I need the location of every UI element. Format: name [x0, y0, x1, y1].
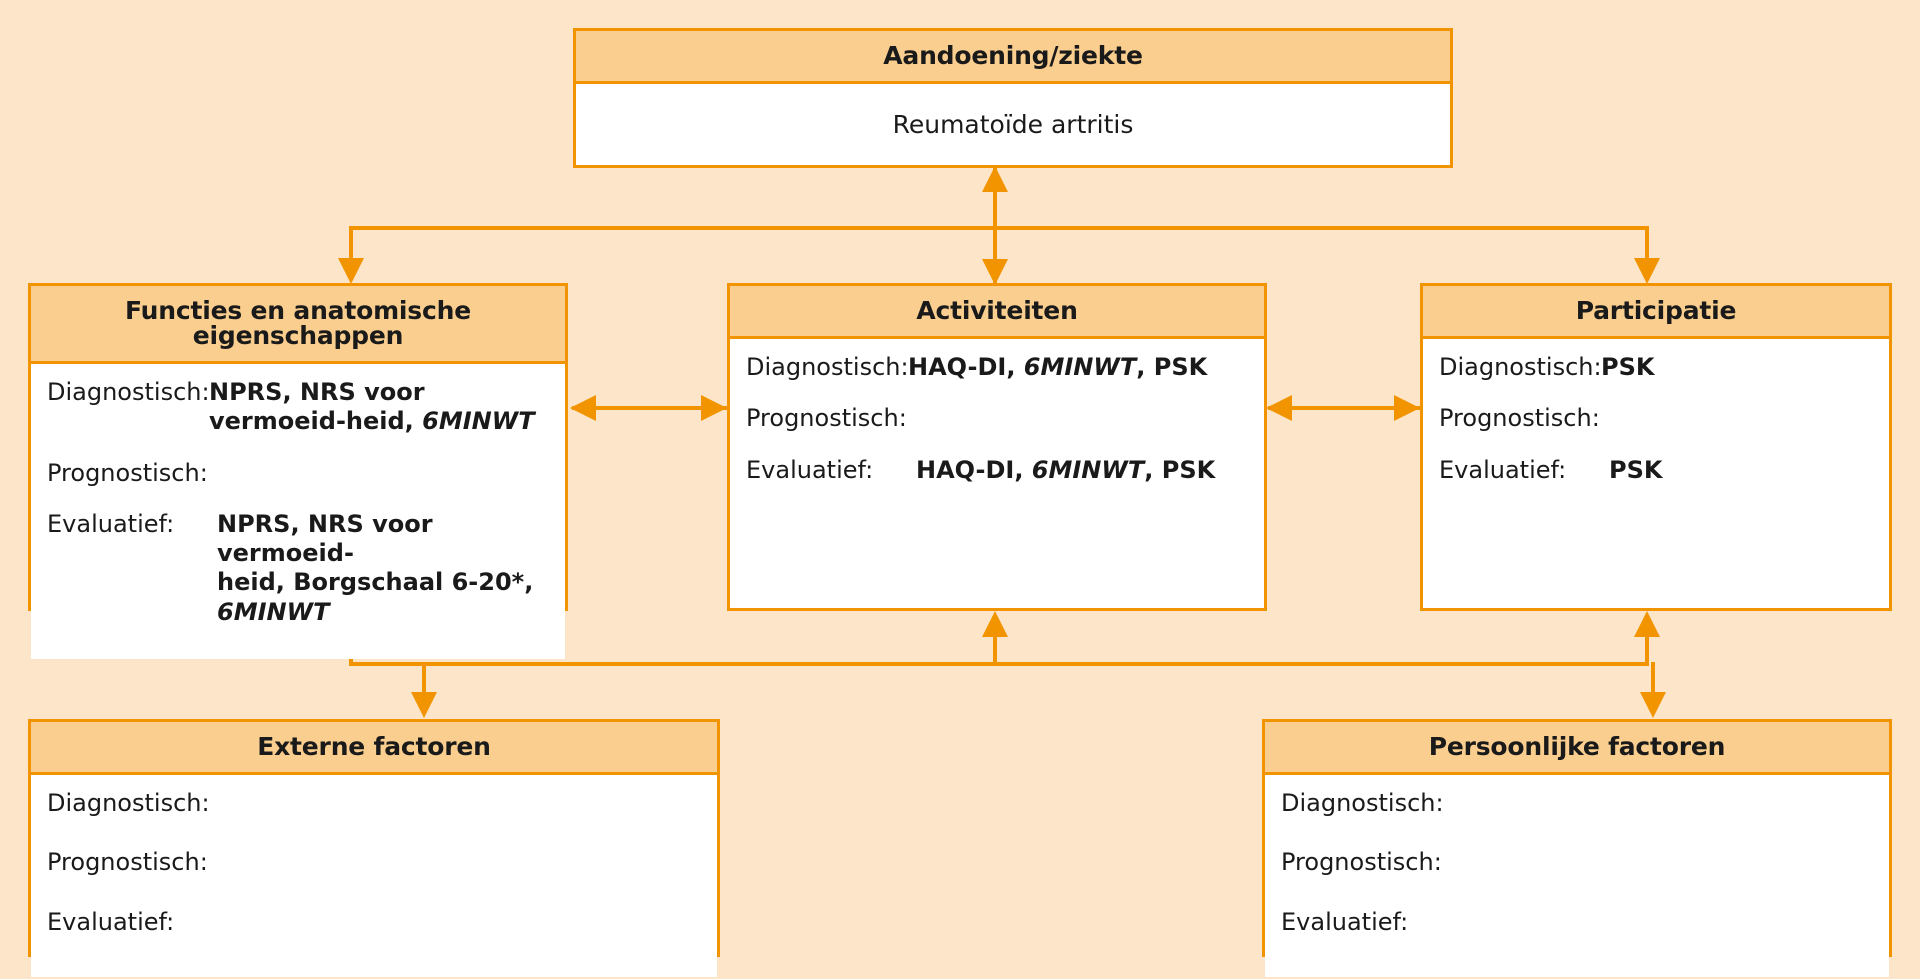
activities-prognostic-label: Prognostisch:: [746, 404, 907, 433]
activities-evaluative-post: , PSK: [1144, 455, 1216, 484]
activities-box-title: Activiteiten: [730, 286, 1264, 339]
arrow-up-to-activities-bottom: [982, 611, 1008, 637]
participation-box: Participatie Diagnostisch: PSK Prognosti…: [1420, 283, 1892, 611]
external-factors-box-title: Externe factoren: [31, 722, 717, 775]
bus-right-drop-line: [1645, 226, 1649, 266]
functions-diagnostic-plain: NPRS, NRS voor vermoeid-heid,: [209, 378, 425, 436]
arrow-up-to-condition: [982, 166, 1008, 192]
participation-evaluative-row: Evaluatief: PSK: [1439, 456, 1873, 485]
participation-diagnostic-value: PSK: [1601, 353, 1655, 381]
arrow-down-to-activities: [982, 259, 1008, 285]
bottom-bus-to-personal-line: [1651, 662, 1655, 698]
personal-prognostic-label: Prognostisch:: [1281, 848, 1442, 877]
functions-box-body: Diagnostisch: NPRS, NRS voor vermoeid-he…: [31, 364, 565, 659]
functions-box: Functies en anatomische eigenschappen Di…: [28, 283, 568, 659]
arrow-down-to-participation: [1634, 258, 1660, 284]
personal-evaluative-row: Evaluatief:: [1281, 908, 1873, 937]
arrow-up-to-participation: [1634, 611, 1660, 637]
condition-box-title: Aandoening/ziekte: [576, 31, 1450, 84]
activities-evaluative-value: HAQ-DI, 6MINWT, PSK: [916, 456, 1248, 485]
functions-diagnostic-label: Diagnostisch:: [47, 378, 210, 406]
participation-evaluative-label: Evaluatief:: [1439, 455, 1567, 484]
activities-evaluative-label: Evaluatief:: [746, 455, 874, 484]
condition-value: Reumatoïde artritis: [892, 110, 1134, 139]
bottom-bus: [349, 662, 1649, 666]
bottom-bus-to-external-line: [422, 662, 426, 698]
external-factors-box-body: Diagnostisch: Prognostisch: Evaluatief:: [31, 775, 717, 977]
activities-diagnostic-value: HAQ-DI, 6MINWT, PSK: [908, 353, 1248, 382]
functions-evaluative-plain: NPRS, NRS voor vermoeid- heid, Borgschaa…: [217, 509, 534, 597]
functions-evaluative-italic: 6MINWT: [217, 597, 330, 626]
condition-box: Aandoening/ziekte Reumatoïde artritis: [573, 28, 1453, 168]
connector-activities-participation-line: [1268, 406, 1420, 410]
personal-factors-box-body: Diagnostisch: Prognostisch: Evaluatief:: [1265, 775, 1889, 977]
participation-box-body: Diagnostisch: PSK Prognostisch: Evaluati…: [1423, 339, 1889, 608]
personal-factors-box-title: Persoonlijke factoren: [1265, 722, 1889, 775]
participation-box-title: Participatie: [1423, 286, 1889, 339]
functions-diagnostic-italic: 6MINWT: [422, 407, 535, 436]
external-prognostic-label: Prognostisch:: [47, 848, 208, 877]
arrow-left-to-functions: [570, 395, 596, 421]
external-diagnostic-label: Diagnostisch:: [47, 789, 210, 817]
functions-diagnostic-value: NPRS, NRS voor vermoeid-heid, 6MINWT: [209, 378, 549, 437]
external-evaluative-label: Evaluatief:: [47, 907, 175, 936]
connector-functions-activities-line: [572, 406, 727, 410]
activities-diagnostic-label: Diagnostisch:: [746, 353, 909, 381]
activities-evaluative-pre: HAQ-DI,: [916, 455, 1032, 484]
participation-diagnostic-label: Diagnostisch:: [1439, 353, 1602, 381]
activities-box: Activiteiten Diagnostisch: HAQ-DI, 6MINW…: [727, 283, 1267, 611]
activities-diagnostic-post: , PSK: [1136, 353, 1208, 381]
arrow-down-to-functions: [338, 258, 364, 284]
activities-diagnostic-italic: 6MINWT: [1023, 353, 1137, 381]
arrow-right-to-participation: [1394, 395, 1420, 421]
activities-box-body: Diagnostisch: HAQ-DI, 6MINWT, PSK Progno…: [730, 339, 1264, 608]
external-factors-box: Externe factoren Diagnostisch: Prognosti…: [28, 719, 720, 977]
external-diagnostic-row: Diagnostisch:: [47, 789, 701, 818]
participation-prognostic-label: Prognostisch:: [1439, 404, 1600, 433]
arrow-down-to-external: [411, 692, 437, 718]
activities-prognostic-row: Prognostisch:: [746, 404, 1248, 433]
external-evaluative-row: Evaluatief:: [47, 908, 701, 937]
personal-prognostic-row: Prognostisch:: [1281, 848, 1873, 877]
activities-evaluative-row: Evaluatief: HAQ-DI, 6MINWT, PSK: [746, 456, 1248, 485]
functions-evaluative-row: Evaluatief: NPRS, NRS voor vermoeid- hei…: [47, 510, 549, 627]
personal-diagnostic-row: Diagnostisch:: [1281, 789, 1873, 818]
personal-diagnostic-label: Diagnostisch:: [1281, 789, 1444, 817]
arrow-right-to-activities: [701, 395, 727, 421]
participation-diagnostic-row: Diagnostisch: PSK: [1439, 353, 1873, 382]
functions-prognostic-row: Prognostisch:: [47, 459, 549, 488]
bus-left-drop-line: [349, 226, 353, 266]
functions-diagnostic-row: Diagnostisch: NPRS, NRS voor vermoeid-he…: [47, 378, 549, 437]
participation-prognostic-row: Prognostisch:: [1439, 404, 1873, 433]
activities-evaluative-italic: 6MINWT: [1031, 455, 1145, 484]
functions-evaluative-value: NPRS, NRS voor vermoeid- heid, Borgschaa…: [217, 510, 549, 627]
bottom-bus-right-leg: [1645, 636, 1649, 666]
personal-factors-box: Persoonlijke factoren Diagnostisch: Prog…: [1262, 719, 1892, 977]
functions-evaluative-label: Evaluatief:: [47, 509, 175, 538]
functions-prognostic-label: Prognostisch:: [47, 458, 208, 487]
condition-box-body: Reumatoïde artritis: [576, 84, 1450, 165]
bottom-bus-center-leg: [993, 636, 997, 666]
top-bus: [349, 226, 1649, 230]
activities-diagnostic-pre: HAQ-DI,: [908, 353, 1024, 381]
arrow-left-to-activities: [1266, 395, 1292, 421]
arrow-down-to-personal: [1640, 692, 1666, 718]
personal-evaluative-label: Evaluatief:: [1281, 907, 1409, 936]
functions-box-title: Functies en anatomische eigenschappen: [31, 286, 565, 364]
external-prognostic-row: Prognostisch:: [47, 848, 701, 877]
activities-diagnostic-row: Diagnostisch: HAQ-DI, 6MINWT, PSK: [746, 353, 1248, 382]
participation-evaluative-value: PSK: [1609, 455, 1663, 484]
